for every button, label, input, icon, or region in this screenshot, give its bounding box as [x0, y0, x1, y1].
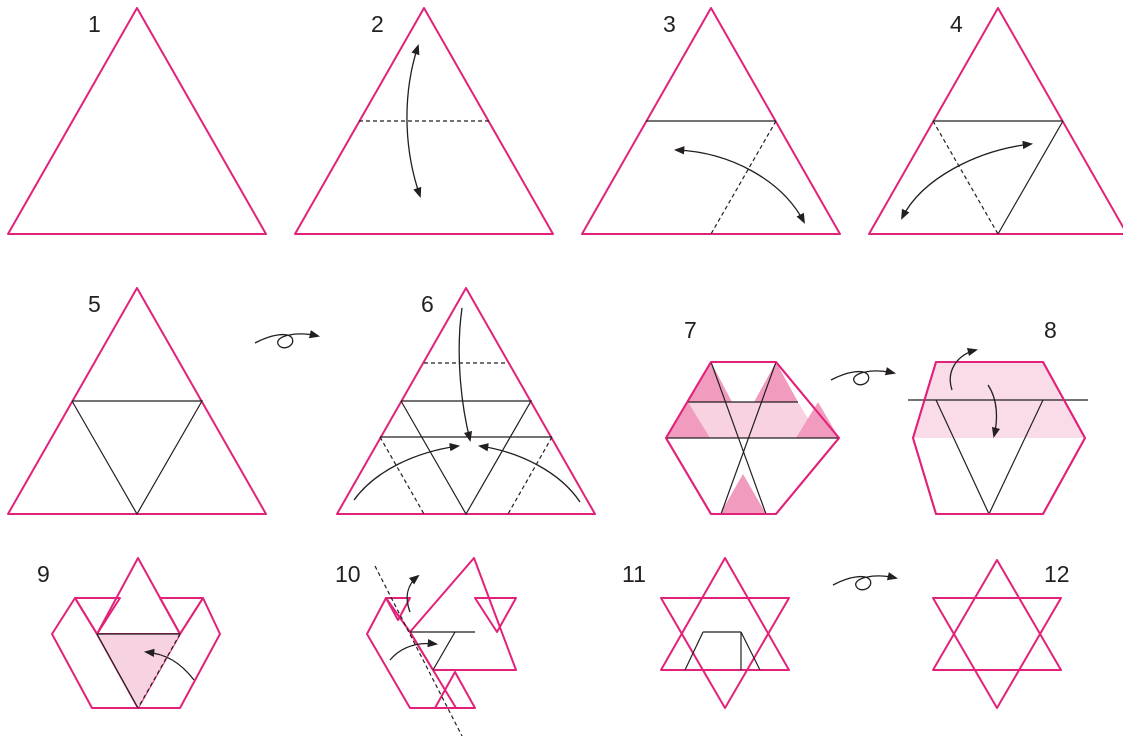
crease-line	[684, 631, 704, 671]
turn-over-icon	[254, 330, 321, 349]
step-4: 4	[868, 7, 1123, 235]
step-11: 11	[622, 557, 790, 709]
fold-arrow-icon	[987, 384, 1001, 439]
turn-over-icon	[830, 367, 897, 386]
step-9: 9	[37, 557, 221, 709]
flap	[666, 402, 710, 438]
fold-arrow-icon	[458, 307, 473, 443]
step-1: 1	[7, 7, 267, 235]
step-number: 6	[421, 291, 434, 317]
step-number: 4	[950, 11, 963, 37]
fold-arrow-icon	[673, 146, 805, 224]
flap	[434, 671, 476, 709]
right-panel	[137, 597, 221, 709]
crease-line	[988, 399, 1044, 515]
back-triangle	[932, 559, 1062, 671]
valley-fold-line	[710, 120, 777, 235]
flap	[796, 402, 839, 438]
crease-triangle	[400, 400, 533, 516]
fold-arrow-icon	[143, 648, 195, 681]
crease-line	[997, 120, 1064, 235]
step-number: 3	[663, 11, 676, 37]
valley-fold-line	[374, 565, 463, 736]
step-number: 2	[371, 11, 384, 37]
front-triangle	[932, 597, 1062, 709]
flap	[385, 597, 411, 621]
center-panel	[97, 634, 180, 708]
turn-over-icon	[832, 572, 899, 591]
crease-triangle	[71, 400, 204, 516]
valley-fold-line	[379, 436, 425, 515]
valley-fold-line	[137, 633, 181, 709]
step-7: 7	[665, 317, 840, 515]
crease-line	[740, 631, 761, 671]
step-number: 12	[1044, 561, 1070, 587]
flap	[688, 362, 732, 402]
flap	[720, 474, 766, 514]
fold-arrow-icon	[353, 443, 461, 501]
step-5: 5	[7, 287, 267, 516]
fold-arrow-icon	[949, 347, 979, 391]
left-panel	[51, 597, 139, 709]
top-point	[96, 557, 181, 635]
step-6: 6	[336, 287, 596, 516]
step-10: 10	[335, 557, 517, 736]
outline	[912, 361, 1086, 515]
left-panel	[366, 597, 457, 709]
step-number: 1	[88, 11, 101, 37]
step-number: 8	[1044, 317, 1057, 343]
center-band	[666, 402, 820, 438]
step-3: 3	[581, 7, 841, 235]
step-number: 11	[622, 561, 646, 587]
back-triangle	[660, 597, 790, 709]
step-8: 8	[908, 317, 1088, 515]
front-triangle	[660, 557, 790, 671]
fold-arrow-icon	[406, 574, 420, 613]
valley-fold-line	[932, 120, 999, 235]
outline	[665, 361, 840, 515]
step-number: 7	[684, 317, 697, 343]
front-triangle	[409, 557, 517, 671]
step-number: 10	[335, 561, 361, 587]
step-2: 2	[294, 7, 554, 235]
fold-arrow-icon	[389, 638, 439, 661]
step-number: 5	[88, 291, 101, 317]
flap	[474, 597, 517, 633]
paper-triangle	[7, 7, 267, 235]
valley-fold-line	[507, 436, 553, 515]
step-number: 9	[37, 561, 50, 587]
crease-line	[432, 631, 456, 671]
fold-arrow-icon	[901, 140, 1034, 220]
step-12: 12	[932, 559, 1070, 709]
fold-arrow-icon	[477, 443, 581, 503]
flap	[159, 597, 204, 635]
crease-line	[935, 399, 990, 515]
crease-line	[96, 633, 139, 709]
fold-arrow-icon	[406, 44, 422, 198]
